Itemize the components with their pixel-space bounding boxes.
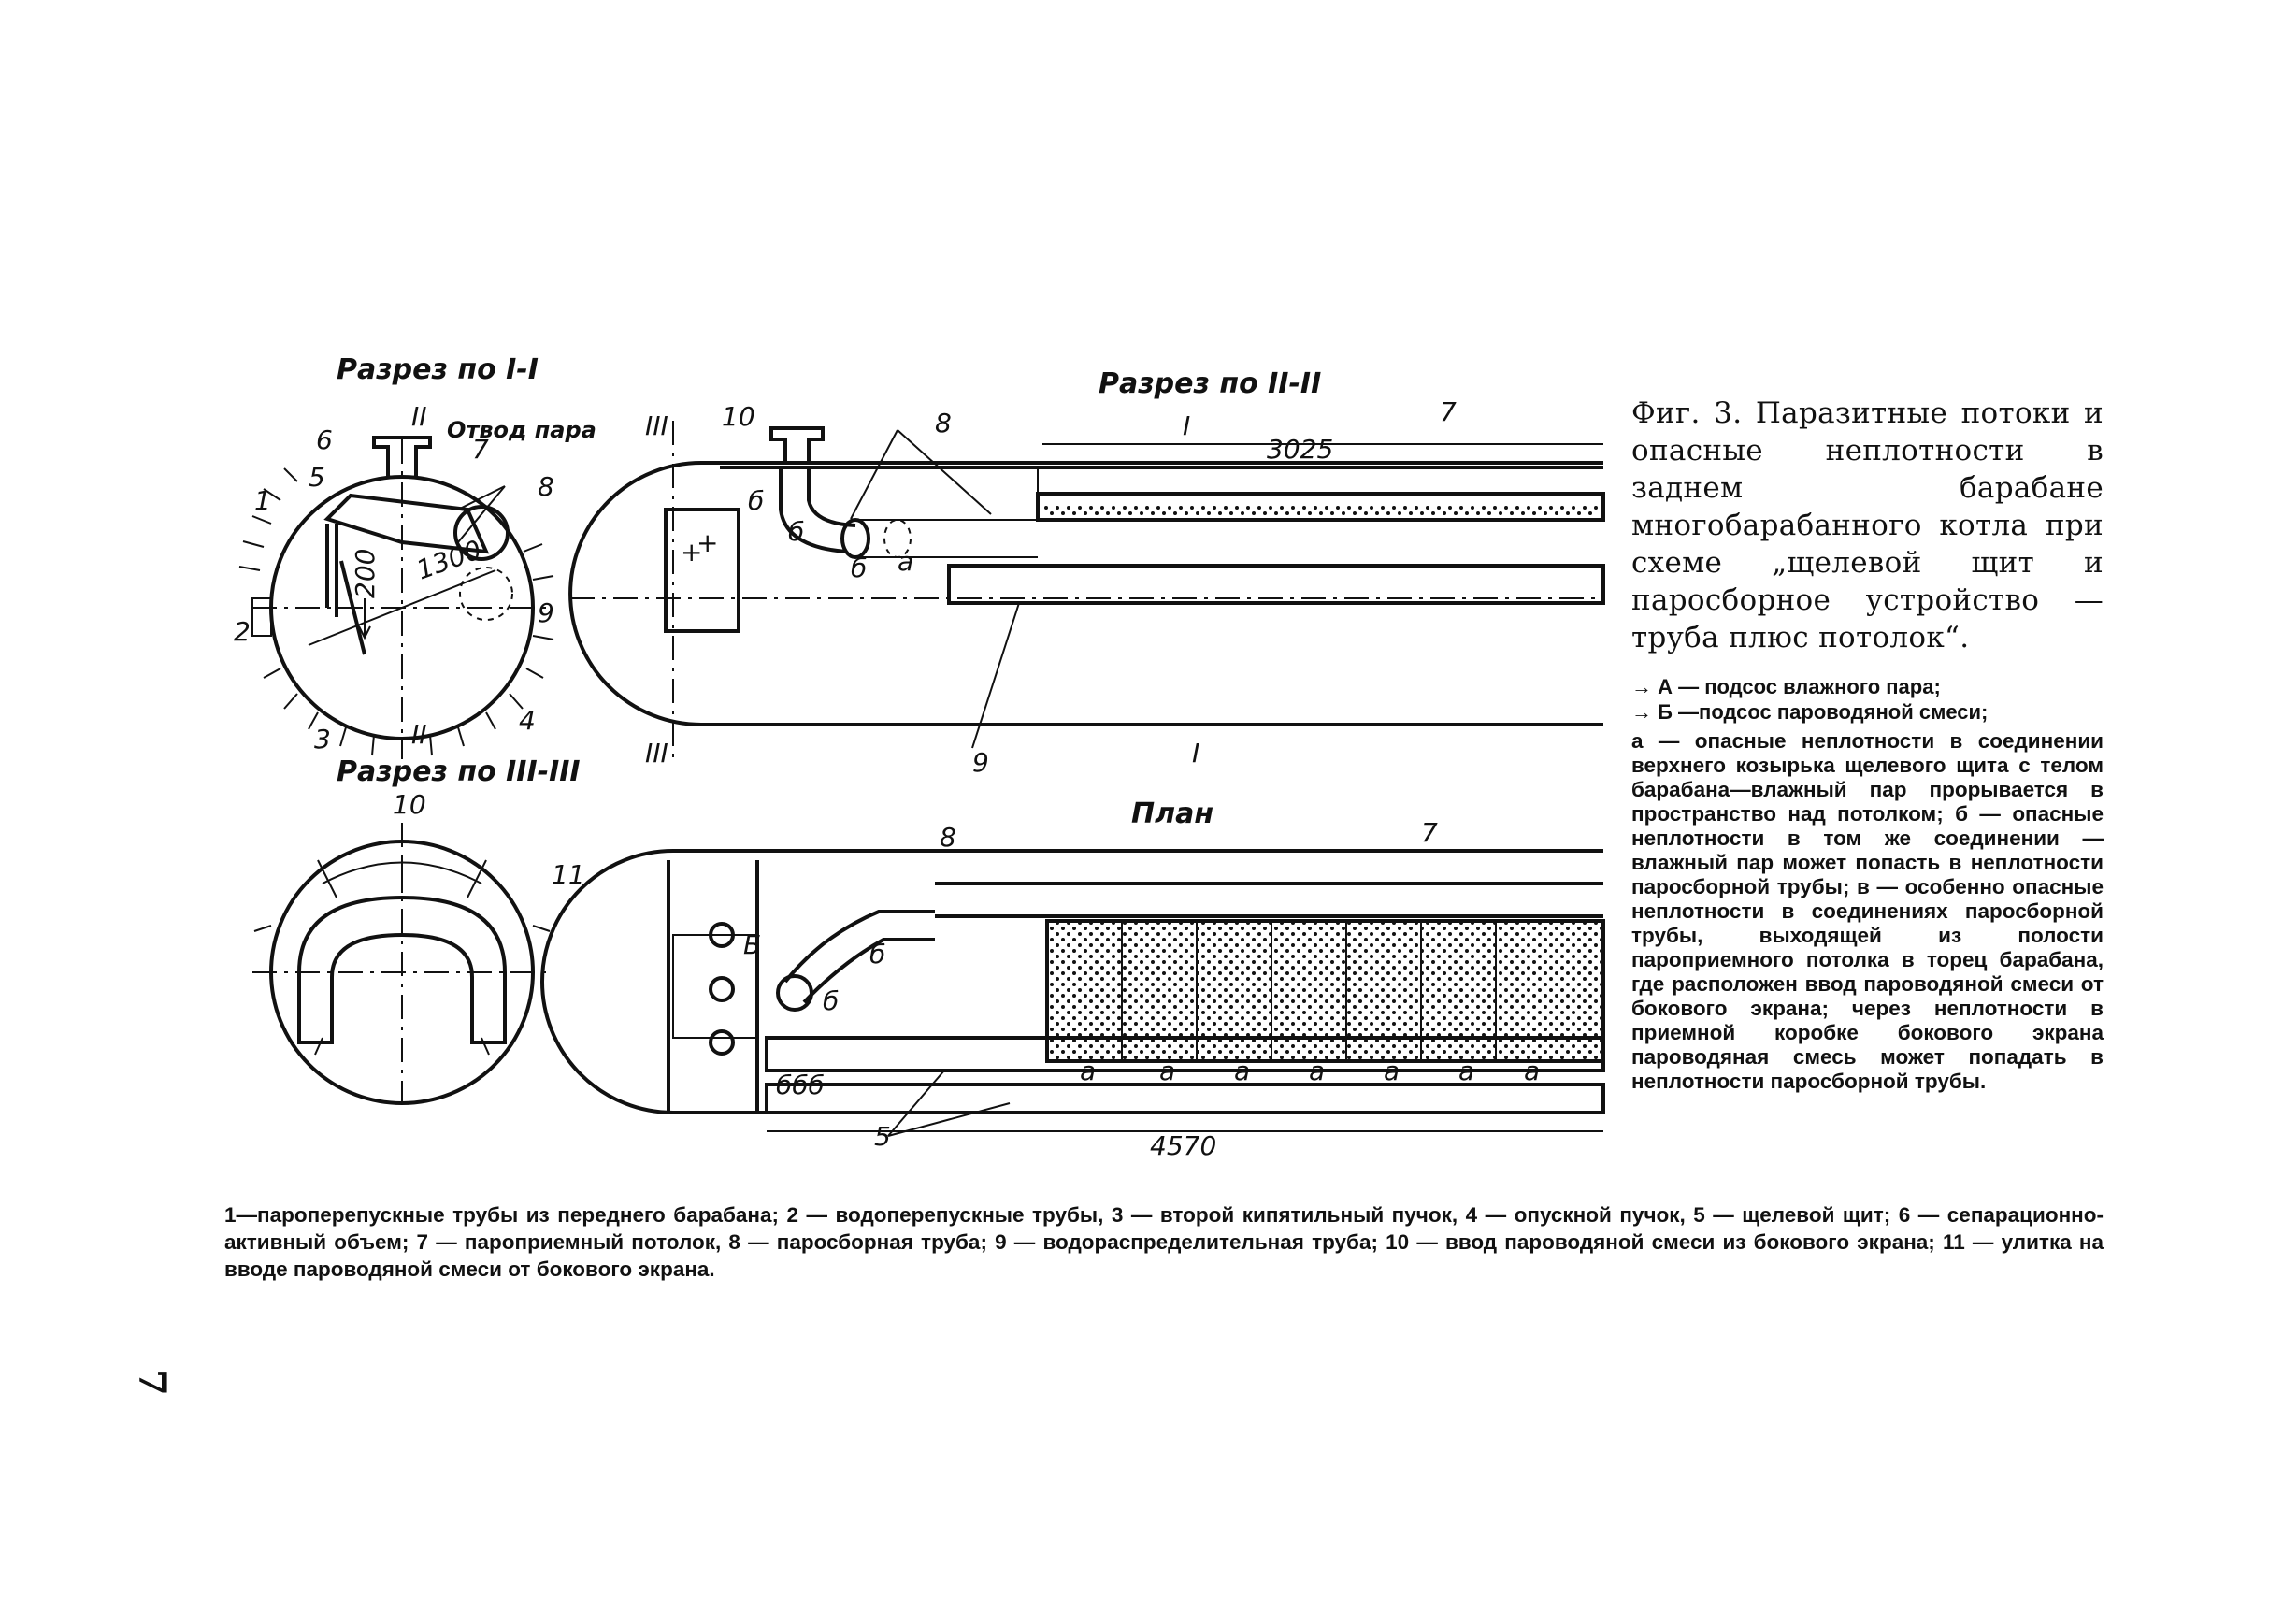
dim-200: 200 — [350, 549, 381, 598]
section-1-1-title: Разрез по I-I — [337, 353, 539, 386]
plan-view: План 4570 8 7 5 11 — [540, 798, 1605, 1161]
steam-outlet-label: Отвод пара — [447, 417, 596, 443]
section-2-2-view: Разрез по II-II + + 3025 8 7 9 I I III I — [568, 367, 1605, 778]
svg-text:6: 6 — [316, 424, 333, 455]
svg-text:б: б — [788, 516, 804, 547]
legend-b: → Б —подсос пароводяной смеси; — [1631, 700, 1989, 724]
flow-legend: → А — подсос влажного пара; → Б —подсос … — [1631, 675, 2104, 724]
svg-text:III: III — [645, 738, 668, 769]
svg-text:Б: Б — [743, 929, 761, 960]
section-3-3-title: Разрез по III-III — [337, 755, 581, 788]
svg-text:II: II — [411, 401, 427, 432]
svg-text:3: 3 — [314, 724, 331, 755]
svg-text:а: а — [1309, 1056, 1325, 1086]
parts-legend: 1—пароперепускные трубы из переднего бар… — [224, 1203, 2104, 1281]
svg-text:9: 9 — [972, 747, 989, 778]
svg-text:а: а — [1159, 1056, 1175, 1086]
svg-text:4: 4 — [519, 705, 536, 736]
section-1-1-view: Разрез по I-I Отвод пара 1300 200 II II … — [234, 353, 596, 759]
ceiling-panels — [1045, 919, 1605, 1063]
leak-notes: а — опасные неплотности в соединении вер… — [1631, 729, 2104, 1094]
legend-a: → А — подсос влажного пара; — [1631, 675, 1941, 698]
svg-text:б: б — [748, 485, 764, 516]
svg-text:ббб: ббб — [776, 1070, 825, 1100]
svg-text:а: а — [1234, 1056, 1250, 1086]
svg-text:б: б — [869, 939, 885, 970]
leak-notes-text: а — опасные неплотности в соединении вер… — [1631, 729, 2104, 1093]
svg-text:+: + — [696, 527, 718, 558]
figure-caption: Фиг. 3. Паразитные потоки и опасные непл… — [1631, 395, 2104, 1094]
svg-text:9: 9 — [538, 597, 554, 628]
svg-text:8: 8 — [538, 471, 554, 502]
svg-text:8: 8 — [940, 822, 956, 853]
svg-text:1: 1 — [254, 485, 271, 516]
plan-title: План — [1131, 798, 1213, 830]
svg-text:7: 7 — [472, 434, 489, 465]
svg-text:5: 5 — [309, 462, 325, 493]
dim-3025: 3025 — [1267, 434, 1333, 465]
svg-text:10: 10 — [722, 401, 755, 432]
section-2-2-title: Разрез по II-II — [1099, 367, 1321, 400]
svg-text:а: а — [1384, 1056, 1400, 1086]
svg-text:а: а — [1458, 1056, 1474, 1086]
page-number: 7 — [130, 1370, 174, 1396]
svg-text:2: 2 — [234, 616, 251, 647]
svg-text:10: 10 — [393, 789, 426, 820]
svg-text:+: + — [681, 537, 702, 568]
svg-text:5: 5 — [874, 1121, 891, 1152]
svg-text:III: III — [645, 410, 668, 441]
section-3-3-view: Разрез по III-III 10 — [252, 755, 581, 1113]
svg-text:I: I — [1192, 738, 1199, 769]
svg-text:I: I — [1183, 410, 1190, 441]
svg-text:11: 11 — [552, 859, 585, 890]
caption-title: Фиг. 3. Паразитные потоки и опасные непл… — [1631, 396, 2104, 654]
svg-text:8: 8 — [935, 408, 952, 438]
svg-text:II: II — [411, 719, 427, 750]
svg-text:б: б — [823, 985, 839, 1016]
svg-text:а: а — [898, 546, 913, 577]
svg-text:б: б — [851, 553, 867, 583]
svg-text:а: а — [1080, 1056, 1096, 1086]
svg-text:7: 7 — [1421, 817, 1438, 848]
svg-text:7: 7 — [1440, 396, 1457, 427]
svg-text:а: а — [1524, 1056, 1540, 1086]
dim-4570: 4570 — [1150, 1130, 1216, 1161]
